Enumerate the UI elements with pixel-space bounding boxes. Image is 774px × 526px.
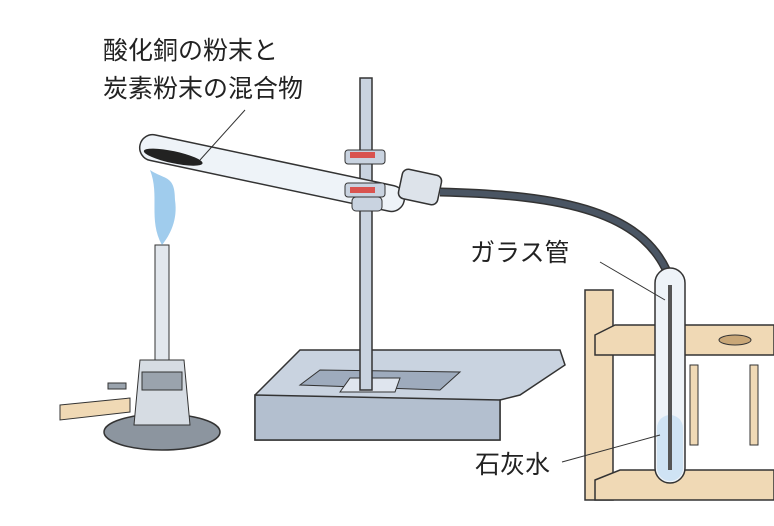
label-mixture-line2: 炭素粉末の混合物 [103, 74, 304, 103]
flame [150, 170, 176, 245]
label-glass-tube: ガラス管 [470, 238, 570, 267]
leader-glass-tube [599, 261, 666, 301]
stand-base [254, 349, 566, 441]
stand-rod [359, 77, 373, 391]
leader-mixture [199, 109, 246, 161]
rubber-stopper [397, 168, 443, 206]
gas-burner [59, 244, 221, 451]
clamp [344, 149, 386, 212]
label-mixture-line1: 酸化銅の粉末と [103, 36, 279, 65]
label-limewater: 石灰水 [475, 450, 551, 479]
limewater-test-tube [654, 267, 686, 484]
leader-limewater [561, 434, 661, 463]
